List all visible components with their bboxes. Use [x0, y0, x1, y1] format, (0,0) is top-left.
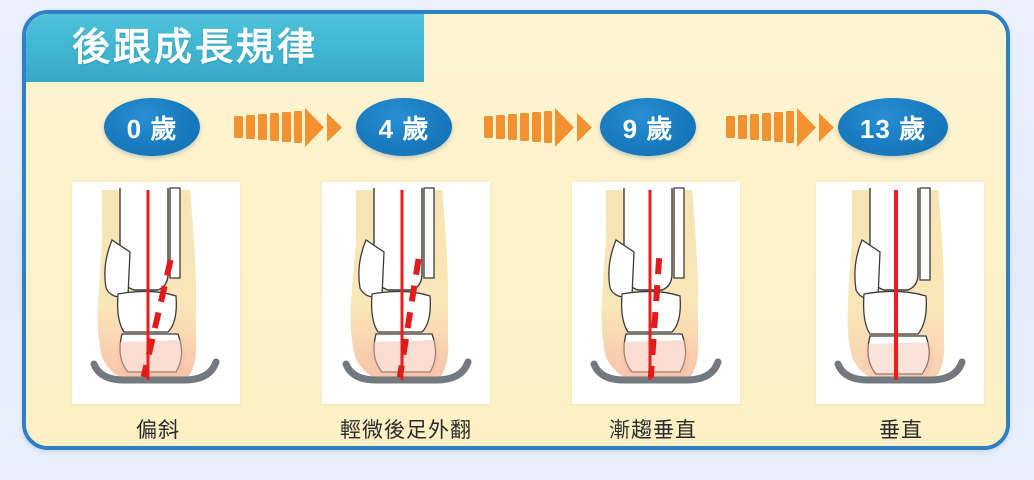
fibula-bone: [423, 187, 435, 279]
age-badge-1[interactable]: 4 歲: [356, 98, 452, 156]
caption-age-4: 輕微後足外翻: [340, 419, 472, 442]
orthotic-device: [342, 358, 472, 384]
fibula-bone: [919, 187, 931, 281]
fibula-bone: [673, 187, 685, 279]
heel-axis-dashed-line: [647, 257, 663, 379]
illustration-card-age-0: [72, 182, 240, 404]
caption-age-0: 偏斜: [136, 419, 180, 442]
age-badge-label: 13 歲: [859, 113, 927, 144]
medial-malleolus: [854, 239, 881, 300]
age-badge-label: 4 歲: [378, 113, 430, 144]
orthotic-device: [90, 358, 220, 384]
heel-alignment-diagram-3: [834, 187, 966, 384]
heel-pad: [117, 340, 186, 376]
progress-arrow-icon-3: [726, 108, 834, 148]
age-badge-label: 9 歲: [622, 113, 674, 144]
illustration-card-age-4: [322, 182, 490, 404]
heel-pad: [371, 340, 440, 376]
age-badge-3[interactable]: 13 歲: [838, 98, 948, 156]
progress-arrow-icon-1: [234, 108, 342, 148]
caption-age-9: 漸趨垂直: [609, 419, 697, 442]
calcaneus-bone: [867, 335, 930, 375]
illustration-card-age-9: [572, 182, 740, 404]
age-badge-2[interactable]: 9 歲: [600, 98, 696, 156]
orthotic-device: [834, 358, 966, 384]
heel-axis-dashed-line: [140, 259, 174, 378]
fibula-bone: [169, 187, 181, 279]
heel-pad: [865, 342, 934, 377]
heel-alignment-diagram-0: [90, 187, 220, 384]
page-title: 後跟成長規律: [72, 27, 319, 69]
caption-age-13: 垂直: [879, 419, 923, 442]
heel-axis-dashed-line: [396, 258, 422, 378]
infographic-frame: 後跟成長規律 0 歲: [22, 10, 1010, 450]
progress-arrow-icon-2: [484, 108, 592, 148]
orthotic-device: [590, 358, 722, 384]
age-badge-label: 0 歲: [126, 113, 178, 144]
illustration-card-age-13: [816, 182, 984, 404]
heel-alignment-diagram-2: [590, 187, 722, 384]
age-timeline: 0 歲 4: [26, 98, 1006, 160]
title-bar: 後跟成長規律: [26, 14, 424, 82]
age-badge-0[interactable]: 0 歲: [104, 98, 200, 156]
heel-alignment-diagram-1: [342, 187, 472, 384]
heel-pad: [621, 340, 690, 376]
